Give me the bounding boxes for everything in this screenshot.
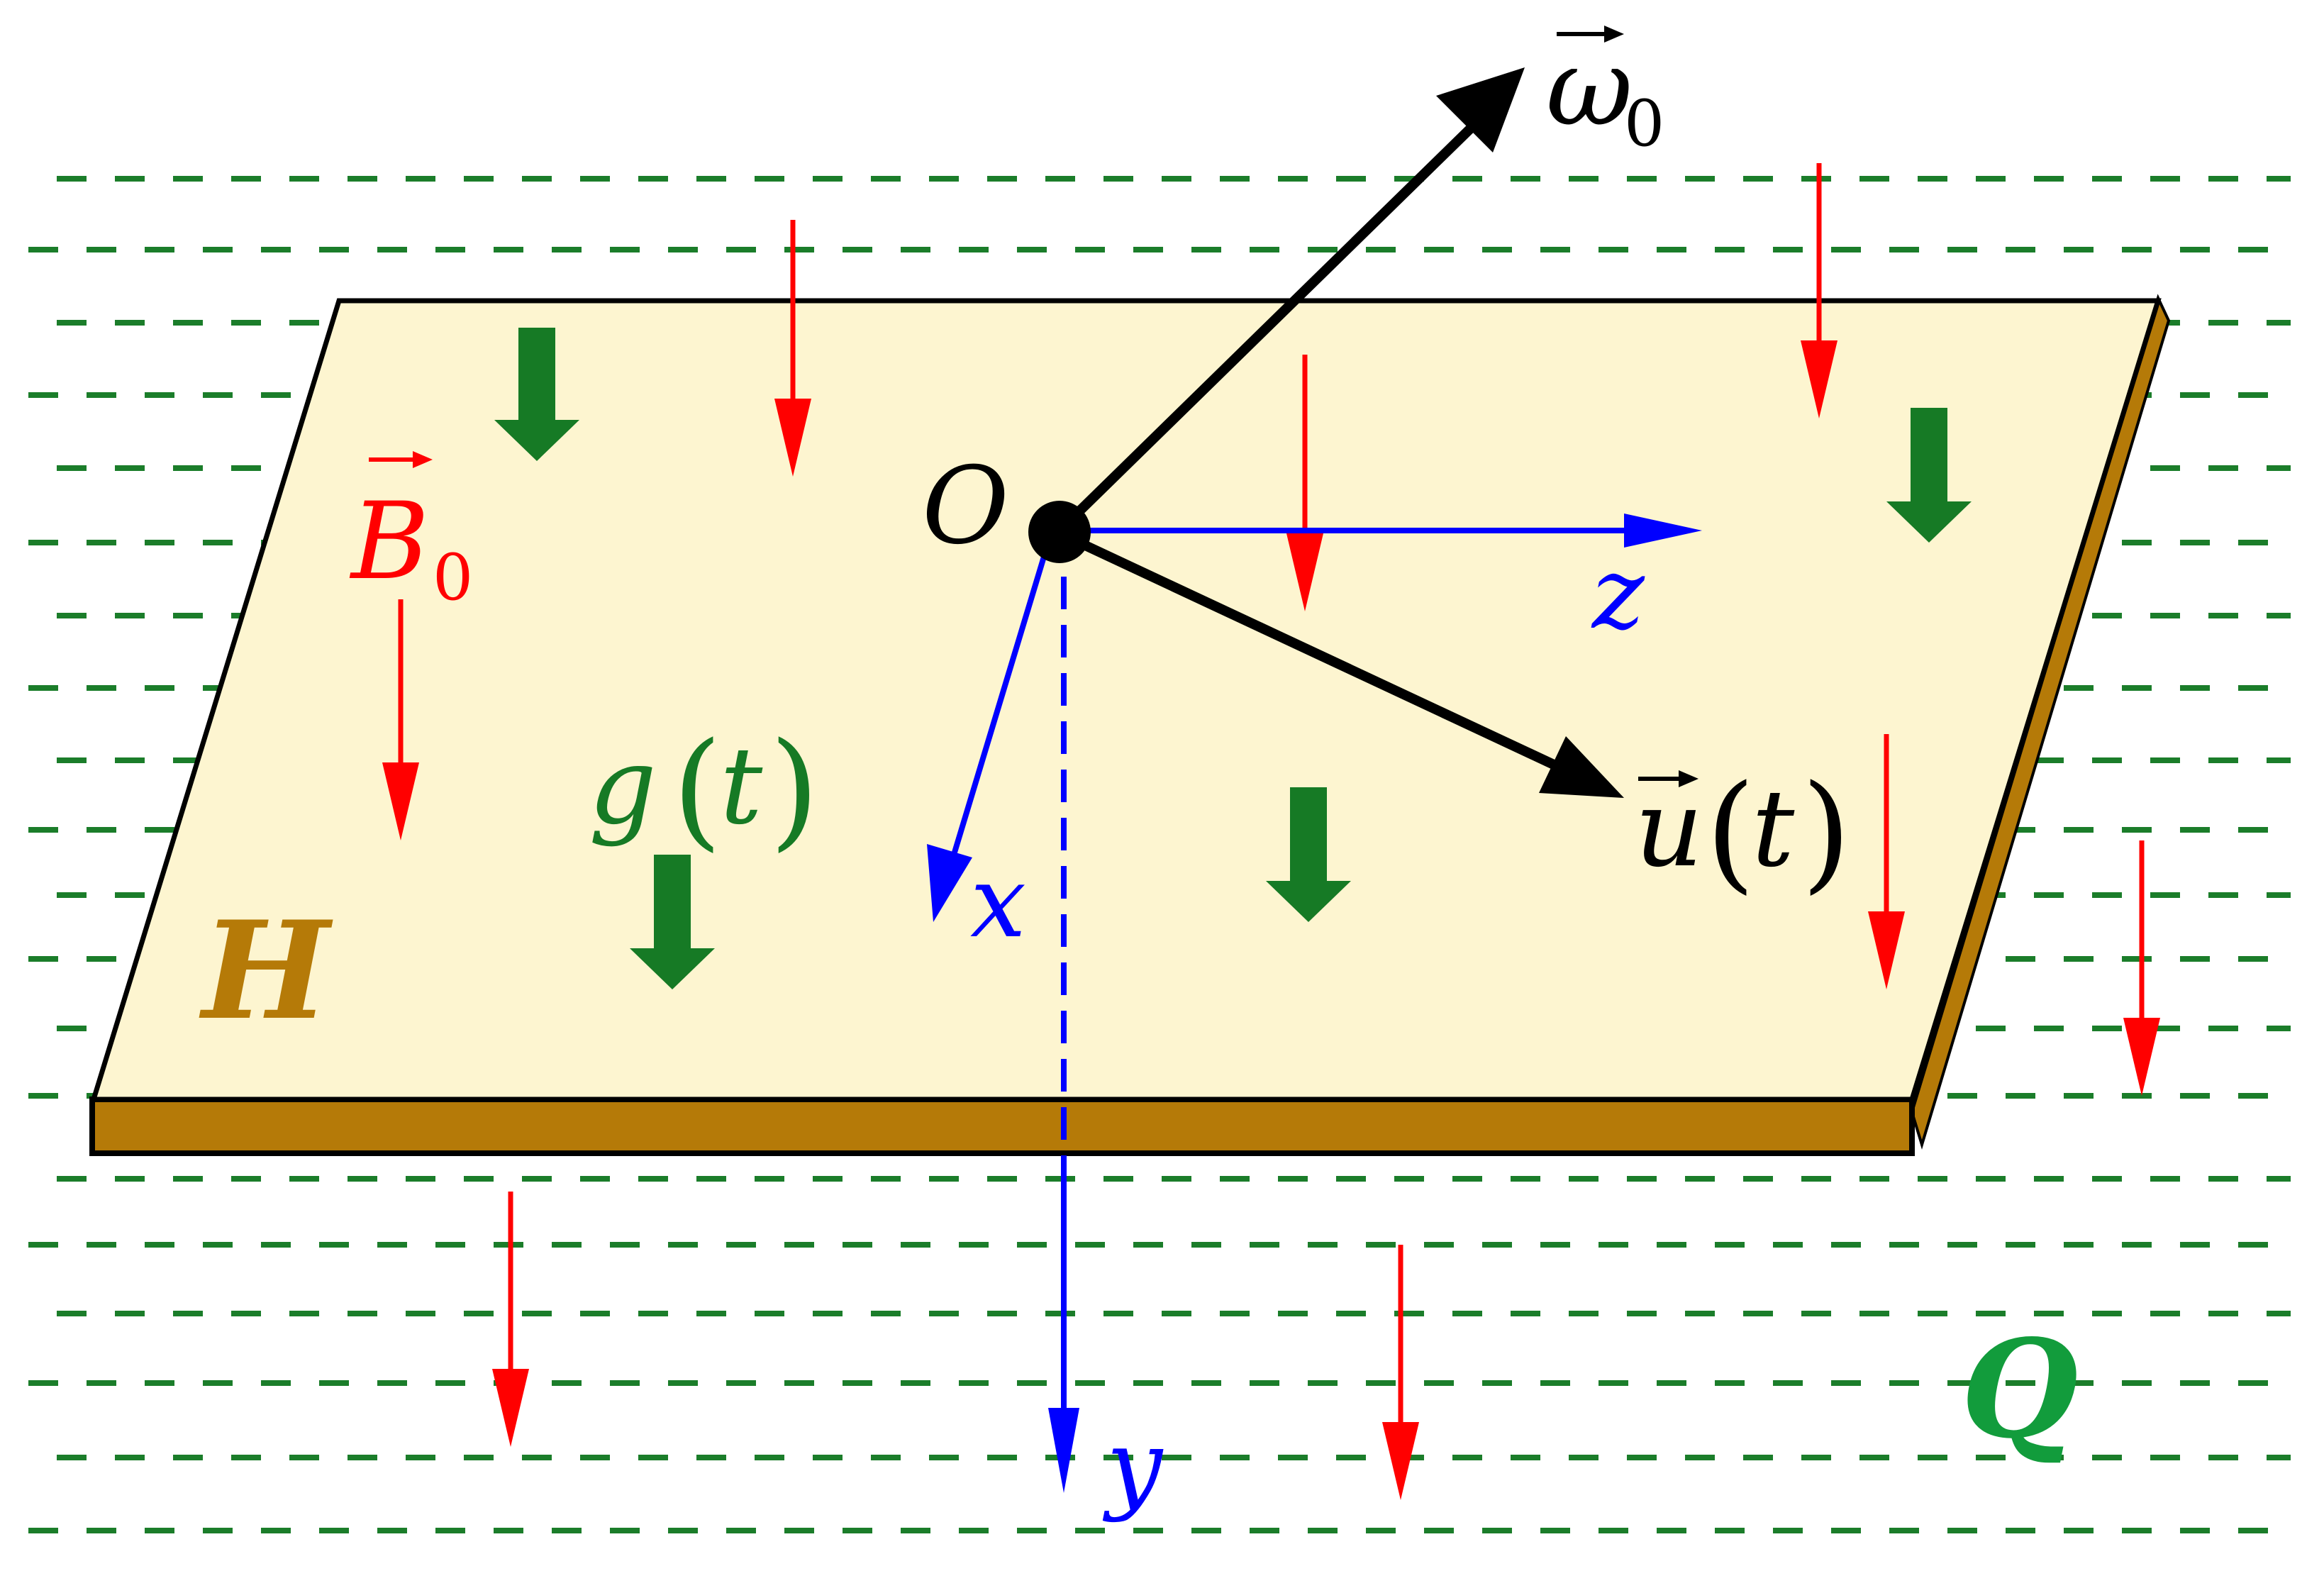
coordinate-axes <box>927 514 1702 1493</box>
x-axis-label: x <box>970 845 1026 960</box>
velocity-vector-line <box>1057 528 1559 771</box>
velocity-vector-arrowhead <box>1539 736 1624 798</box>
field-arrow <box>774 220 811 477</box>
origin-label: O <box>922 445 1009 568</box>
field-arrow <box>1801 163 1837 418</box>
fluid-label: Q <box>1961 1310 2079 1468</box>
gravity-arrows <box>494 328 1972 989</box>
omega-label: ω <box>1546 26 1633 150</box>
omega-vector-line <box>1056 113 1486 535</box>
velocity-paren-open: ( <box>1706 758 1755 906</box>
gravity-arrow <box>630 855 715 989</box>
field-arrow <box>1286 355 1323 611</box>
labels: O ω 0 z x y B 0 g ( t ) u ( t ) H Q <box>199 26 2079 1524</box>
field-arrow <box>1382 1245 1419 1500</box>
gravity-paren-close: ) <box>769 716 819 864</box>
gravity-arrow <box>494 328 579 461</box>
field-vector-accent <box>369 451 433 468</box>
plate-front-edge <box>89 1097 1915 1156</box>
gravity-label: g <box>589 725 657 848</box>
velocity-argument: t <box>1752 767 1795 891</box>
plate <box>89 294 2171 1156</box>
field-label: B <box>349 480 429 604</box>
gravity-arrow <box>1886 408 1972 543</box>
field-arrow <box>382 599 419 840</box>
field-subscript: 0 <box>433 540 473 615</box>
omega-vector-arrowhead <box>1436 67 1525 152</box>
x-axis-arrowhead <box>927 844 972 922</box>
origin-point <box>1028 501 1091 563</box>
field-arrow <box>1868 734 1905 989</box>
y-axis-arrowhead <box>1048 1408 1079 1493</box>
plate-top-surface <box>90 298 2162 1102</box>
vectors <box>1028 67 1624 798</box>
velocity-label: u <box>1635 767 1703 891</box>
gravity-paren-open: ( <box>672 716 722 864</box>
z-axis-label: z <box>1591 536 1645 652</box>
velocity-paren-close: ) <box>1801 758 1851 906</box>
gravity-argument: t <box>720 725 763 848</box>
gravity-arrow <box>1266 787 1351 922</box>
omega-subscript: 0 <box>1624 87 1664 161</box>
x-axis-line <box>949 548 1049 863</box>
field-arrow <box>2123 840 2160 1096</box>
velocity-vector-accent <box>1638 770 1698 787</box>
y-axis-label: y <box>1102 1409 1164 1524</box>
omega-vector-accent <box>1557 26 1624 43</box>
magnetic-field-arrows <box>382 163 2160 1500</box>
field-arrow <box>492 1192 529 1447</box>
plate-label: H <box>199 892 333 1050</box>
z-axis-arrowhead <box>1624 514 1702 548</box>
